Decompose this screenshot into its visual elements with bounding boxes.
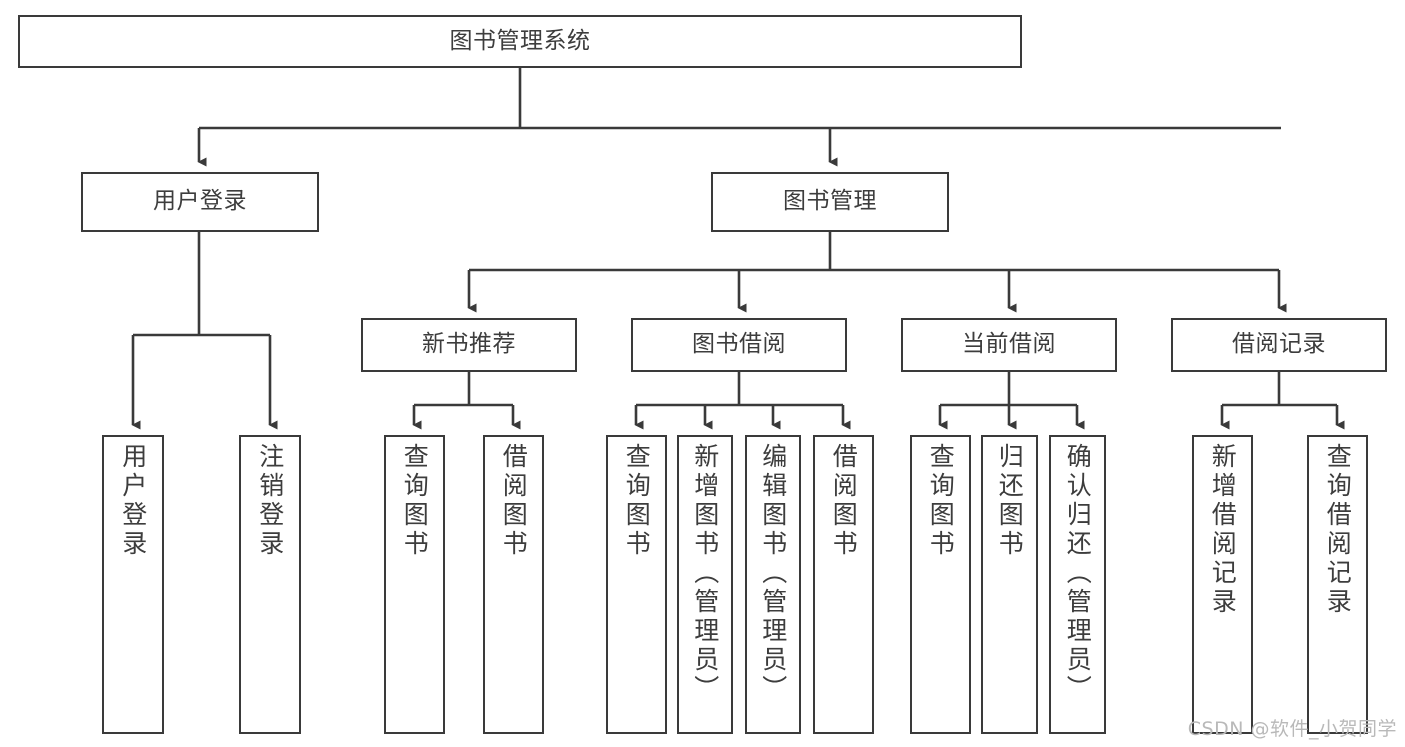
- node-leaf-query-book-1[interactable]: 查询图书: [384, 435, 445, 734]
- node-book-management[interactable]: 图书管理: [711, 172, 949, 232]
- node-book-borrow-label: 图书借阅: [692, 331, 786, 358]
- node-leaf-user-login[interactable]: 用户登录: [102, 435, 164, 734]
- node-leaf-borrow-book-2-label: 借阅图书: [829, 443, 859, 559]
- node-book-borrow[interactable]: 图书借阅: [631, 318, 847, 372]
- node-leaf-user-logout[interactable]: 注销登录: [239, 435, 301, 734]
- csdn-watermark: CSDN @软件_小贺同学: [1187, 718, 1397, 740]
- node-root[interactable]: 图书管理系统: [18, 15, 1022, 68]
- node-new-book-recommend-label: 新书推荐: [422, 331, 516, 358]
- node-leaf-return-book[interactable]: 归还图书: [981, 435, 1038, 734]
- node-leaf-return-book-label: 归还图书: [995, 443, 1025, 559]
- node-current-borrow-label: 当前借阅: [962, 331, 1056, 358]
- node-leaf-query-book-2-label: 查询图书: [622, 443, 652, 559]
- node-leaf-user-logout-label: 注销登录: [255, 443, 285, 559]
- node-leaf-borrow-book-1-label: 借阅图书: [499, 443, 529, 559]
- node-leaf-confirm-return-label: 确认归还（管理员）: [1063, 443, 1093, 704]
- node-leaf-edit-book[interactable]: 编辑图书（管理员）: [745, 435, 801, 734]
- node-user-login-label: 用户登录: [153, 188, 247, 215]
- node-book-management-label: 图书管理: [783, 188, 877, 215]
- node-borrow-record[interactable]: 借阅记录: [1171, 318, 1387, 372]
- node-leaf-user-login-label: 用户登录: [118, 443, 148, 559]
- node-leaf-add-book[interactable]: 新增图书（管理员）: [677, 435, 733, 734]
- node-leaf-edit-book-label: 编辑图书（管理员）: [758, 443, 788, 704]
- node-new-book-recommend[interactable]: 新书推荐: [361, 318, 577, 372]
- node-root-label: 图书管理系统: [449, 27, 591, 54]
- node-leaf-query-record-label: 查询借阅记录: [1323, 443, 1353, 617]
- node-leaf-add-record[interactable]: 新增借阅记录: [1192, 435, 1253, 734]
- node-leaf-borrow-book-1[interactable]: 借阅图书: [483, 435, 544, 734]
- node-leaf-query-book-2[interactable]: 查询图书: [606, 435, 667, 734]
- node-leaf-add-book-label: 新增图书（管理员）: [690, 443, 720, 704]
- node-user-login[interactable]: 用户登录: [81, 172, 319, 232]
- node-leaf-query-book-3-label: 查询图书: [926, 443, 956, 559]
- node-leaf-query-record[interactable]: 查询借阅记录: [1307, 435, 1368, 734]
- node-leaf-query-book-3[interactable]: 查询图书: [910, 435, 971, 734]
- node-current-borrow[interactable]: 当前借阅: [901, 318, 1117, 372]
- node-leaf-borrow-book-2[interactable]: 借阅图书: [813, 435, 874, 734]
- node-borrow-record-label: 借阅记录: [1232, 331, 1326, 358]
- node-leaf-confirm-return[interactable]: 确认归还（管理员）: [1049, 435, 1106, 734]
- node-leaf-add-record-label: 新增借阅记录: [1208, 443, 1238, 617]
- node-leaf-query-book-1-label: 查询图书: [400, 443, 430, 559]
